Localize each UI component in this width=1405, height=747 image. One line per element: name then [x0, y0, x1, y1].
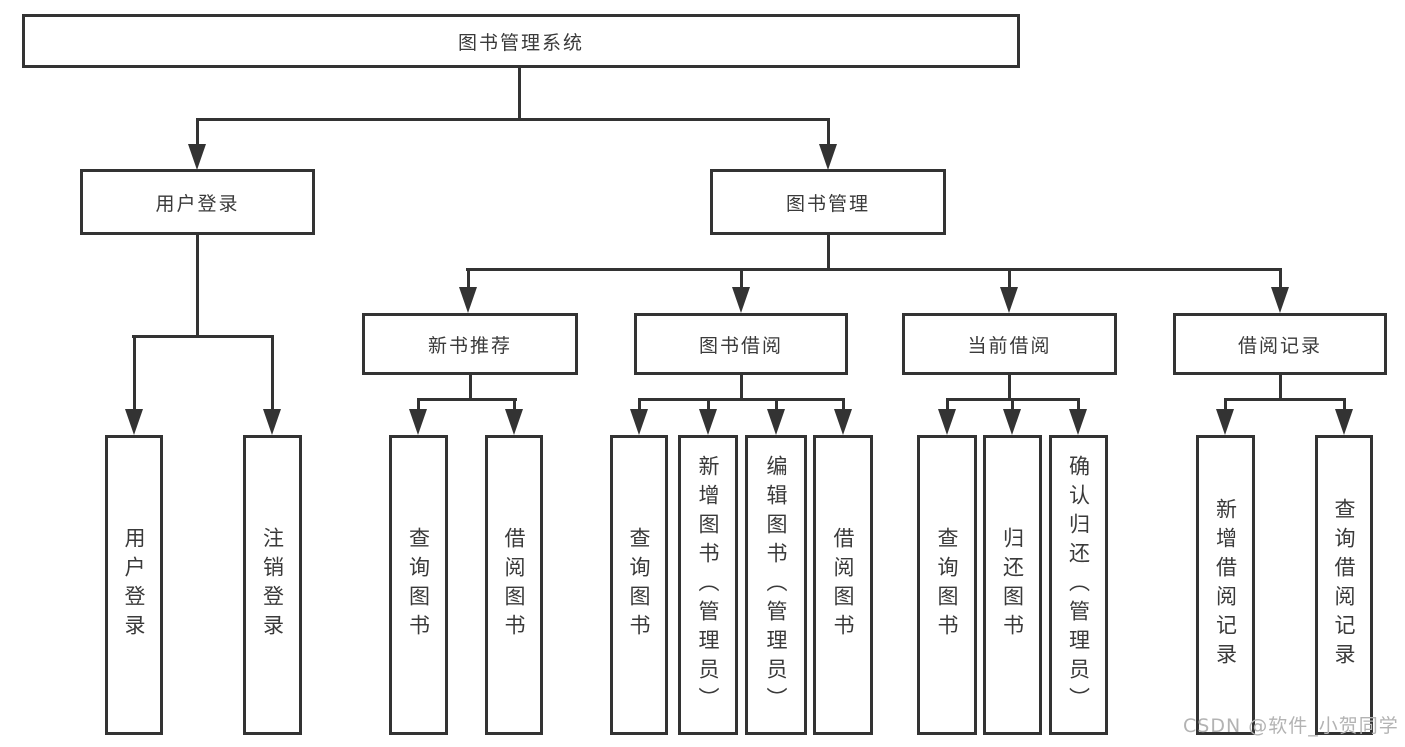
node-label: 查询借阅记录 — [1332, 498, 1356, 672]
arrowhead-down-icon — [188, 144, 206, 170]
connector-line — [518, 68, 521, 121]
connector-line — [827, 118, 830, 148]
node-current-borrowing: 当前借阅 — [902, 313, 1117, 375]
node-root-library-system: 图书管理系统 — [22, 14, 1020, 68]
node-label: 查询图书 — [935, 527, 959, 643]
leaf-return-books: 归还图书 — [983, 435, 1042, 735]
connector-line — [196, 235, 199, 338]
node-label: 当前借阅 — [967, 334, 1052, 357]
leaf-confirm-return-admin: 确认归还（管理员） — [1049, 435, 1108, 735]
connector-line — [513, 398, 516, 414]
arrowhead-down-icon — [409, 409, 427, 435]
arrowhead-down-icon — [834, 409, 852, 435]
node-label: 查询图书 — [406, 527, 431, 643]
arrowhead-down-icon — [732, 287, 750, 313]
node-label: 注销登录 — [260, 527, 285, 643]
leaf-borrow-books: 借阅图书 — [813, 435, 873, 735]
node-label: 新增借阅记录 — [1213, 498, 1238, 672]
arrowhead-down-icon — [699, 409, 717, 435]
connector-line — [1008, 268, 1011, 290]
node-label: 确认归还（管理员） — [1066, 454, 1091, 716]
connector-line — [1224, 398, 1345, 401]
connector-line — [775, 398, 778, 414]
leaf-query-books-recommend: 查询图书 — [389, 435, 448, 735]
arrowhead-down-icon — [1003, 409, 1021, 435]
node-user-login: 用户登录 — [80, 169, 315, 235]
node-label: 查询图书 — [627, 527, 651, 643]
leaf-add-borrow-record: 新增借阅记录 — [1196, 435, 1255, 735]
leaf-logout: 注销登录 — [243, 435, 302, 735]
connector-line — [638, 398, 641, 414]
node-label: 用户登录 — [155, 192, 240, 215]
arrowhead-down-icon — [1069, 409, 1087, 435]
node-label: 图书借阅 — [698, 334, 783, 357]
node-label: 图书管理 — [785, 192, 870, 215]
connector-line — [132, 335, 274, 338]
leaf-add-books-admin: 新增图书（管理员） — [678, 435, 738, 735]
arrowhead-down-icon — [938, 409, 956, 435]
connector-line — [1077, 398, 1080, 414]
arrowhead-down-icon — [1000, 287, 1018, 313]
connector-line — [638, 398, 844, 401]
leaf-borrow-books-recommend: 借阅图书 — [485, 435, 543, 735]
connector-line — [196, 118, 199, 148]
connector-line — [827, 235, 830, 271]
node-label: 用户登录 — [122, 527, 146, 643]
node-book-borrowing: 图书借阅 — [634, 313, 848, 375]
arrowhead-down-icon — [767, 409, 785, 435]
node-label: 归还图书 — [1000, 527, 1025, 643]
arrowhead-down-icon — [125, 409, 143, 435]
leaf-query-borrow-record: 查询借阅记录 — [1315, 435, 1373, 735]
arrowhead-down-icon — [819, 144, 837, 170]
connector-line — [469, 375, 472, 401]
connector-line — [417, 398, 420, 414]
connector-line — [1224, 398, 1227, 414]
arrowhead-down-icon — [630, 409, 648, 435]
node-label: 新增图书（管理员） — [696, 454, 720, 716]
csdn-watermark: CSDN @软件_小贺同学 — [1183, 715, 1399, 737]
arrowhead-down-icon — [459, 287, 477, 313]
node-label: 借阅图书 — [502, 527, 526, 643]
node-label: 编辑图书（管理员） — [764, 454, 788, 716]
node-borrowing-records: 借阅记录 — [1173, 313, 1387, 375]
leaf-user-login: 用户登录 — [105, 435, 163, 735]
connector-line — [417, 398, 517, 401]
node-new-book-recommend: 新书推荐 — [362, 313, 578, 375]
connector-line — [946, 398, 949, 414]
arrowhead-down-icon — [1271, 287, 1289, 313]
node-label: 图书管理系统 — [457, 31, 584, 54]
node-label: 借阅记录 — [1237, 334, 1322, 357]
connector-line — [1279, 375, 1282, 401]
arrowhead-down-icon — [1216, 409, 1234, 435]
connector-line — [707, 398, 710, 414]
arrowhead-down-icon — [505, 409, 523, 435]
connector-line — [842, 398, 845, 414]
node-label: 借阅图书 — [831, 527, 855, 643]
connector-line — [133, 335, 136, 411]
connector-line — [1011, 398, 1014, 414]
connector-line — [1343, 398, 1346, 414]
connector-line — [740, 268, 743, 290]
connector-line — [196, 118, 830, 121]
node-label: 新书推荐 — [427, 334, 512, 357]
connector-line — [740, 375, 743, 401]
connector-line — [466, 268, 1282, 271]
arrowhead-down-icon — [263, 409, 281, 435]
connector-line — [467, 268, 470, 290]
connector-line — [1008, 375, 1011, 401]
leaf-query-books-borrowing: 查询图书 — [610, 435, 668, 735]
connector-line — [271, 335, 274, 411]
connector-line — [1279, 268, 1282, 290]
node-book-management: 图书管理 — [710, 169, 946, 235]
arrowhead-down-icon — [1335, 409, 1353, 435]
leaf-edit-books-admin: 编辑图书（管理员） — [745, 435, 807, 735]
leaf-query-books-current: 查询图书 — [917, 435, 977, 735]
